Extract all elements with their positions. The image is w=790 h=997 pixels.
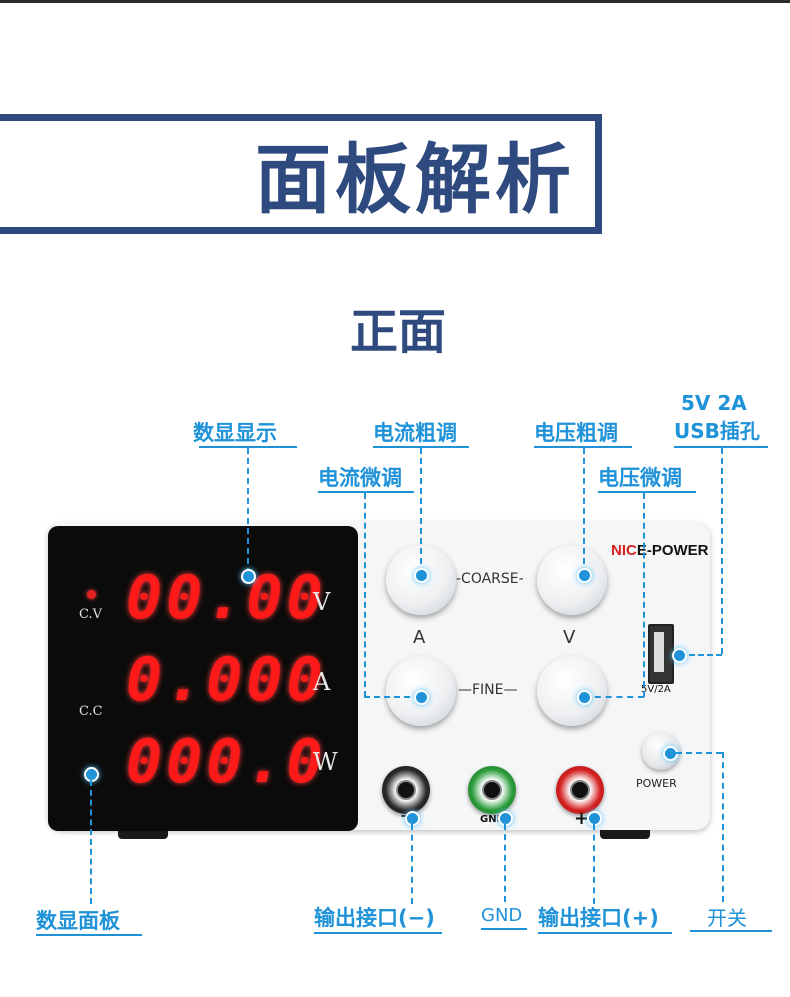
callout-display-panel: 数显面板 — [36, 909, 120, 933]
callout-usb-spec: 5V 2A — [681, 391, 747, 415]
callout-gnd: GND — [481, 905, 523, 926]
callout-underline — [598, 491, 696, 493]
callout-switch: 开关 — [707, 906, 747, 930]
current-unit: A — [313, 668, 331, 696]
positive-sign: + — [574, 808, 590, 829]
callout-dot-icon — [414, 568, 429, 583]
top-divider — [0, 0, 790, 3]
section-title: 正面 — [350, 304, 447, 360]
callout-output-negative: 输出接口(−) — [314, 906, 435, 930]
power-unit: W — [313, 748, 338, 776]
positive-terminal[interactable] — [556, 766, 604, 814]
callout-dot-icon — [577, 690, 592, 705]
cc-indicator-label: C.C — [79, 704, 103, 719]
callout-underline — [674, 446, 768, 448]
cv-indicator-label: C.V — [79, 607, 103, 622]
leader-line — [722, 752, 724, 902]
callout-dot-icon — [241, 569, 256, 584]
callout-current-fine: 电流微调 — [318, 466, 402, 490]
callout-voltage-fine: 电压微调 — [598, 466, 682, 490]
title-banner — [0, 114, 602, 234]
voltage-readout: 00.00 — [126, 563, 327, 633]
callout-underline — [373, 446, 469, 448]
leader-line — [420, 448, 422, 574]
leader-line — [364, 493, 366, 697]
callout-underline — [36, 934, 142, 936]
usb-port[interactable] — [648, 624, 674, 684]
voltage-coarse-knob[interactable] — [537, 545, 607, 615]
callout-underline — [481, 928, 527, 930]
power-readout: 000.0 — [126, 727, 327, 797]
fine-label: —FINE— — [458, 682, 518, 698]
callout-current-coarse: 电流粗调 — [373, 421, 457, 445]
callout-underline — [538, 932, 672, 934]
current-readout: 0.000 — [126, 645, 327, 715]
voltage-fine-knob[interactable] — [537, 656, 607, 726]
right-foot — [600, 830, 650, 839]
leader-line — [411, 824, 413, 904]
gnd-terminal[interactable] — [468, 766, 516, 814]
callout-underline — [690, 930, 772, 932]
callout-digital-display: 数显显示 — [193, 421, 277, 445]
callout-underline — [314, 932, 442, 934]
leader-line — [676, 752, 722, 754]
callout-underline — [318, 491, 414, 493]
leader-line — [721, 448, 723, 654]
callout-dot-icon — [672, 648, 687, 663]
leader-line — [584, 696, 644, 698]
usb-rating-label: 5V/2A — [641, 684, 671, 695]
leader-line — [90, 780, 92, 904]
leader-line — [593, 824, 595, 904]
voltage-knob-label: V — [563, 627, 576, 648]
brand-logo: NICE-POWER — [611, 542, 709, 559]
current-knob-label: A — [413, 627, 426, 648]
leader-line — [364, 696, 420, 698]
leader-line — [680, 654, 722, 656]
digital-display-panel — [48, 526, 358, 831]
left-foot — [118, 830, 168, 839]
callout-voltage-coarse: 电压粗调 — [534, 421, 618, 445]
callout-dot-icon — [414, 690, 429, 705]
leader-line — [504, 824, 506, 902]
power-label: POWER — [636, 777, 677, 790]
callout-underline — [534, 446, 632, 448]
callout-dot-icon — [577, 568, 592, 583]
callout-usb-port: USB插孔 — [674, 419, 760, 443]
leader-line — [643, 493, 645, 697]
leader-line — [583, 448, 585, 574]
callout-underline — [199, 446, 297, 448]
gnd-panel-label: GND — [480, 814, 505, 825]
cv-led-icon — [87, 590, 96, 599]
leader-line — [247, 448, 249, 574]
negative-terminal[interactable] — [382, 766, 430, 814]
voltage-unit: V — [313, 588, 331, 616]
coarse-label: -COARSE- — [456, 571, 524, 587]
banner-title: 面板解析 — [255, 135, 575, 224]
callout-output-positive: 输出接口(+) — [538, 906, 659, 930]
